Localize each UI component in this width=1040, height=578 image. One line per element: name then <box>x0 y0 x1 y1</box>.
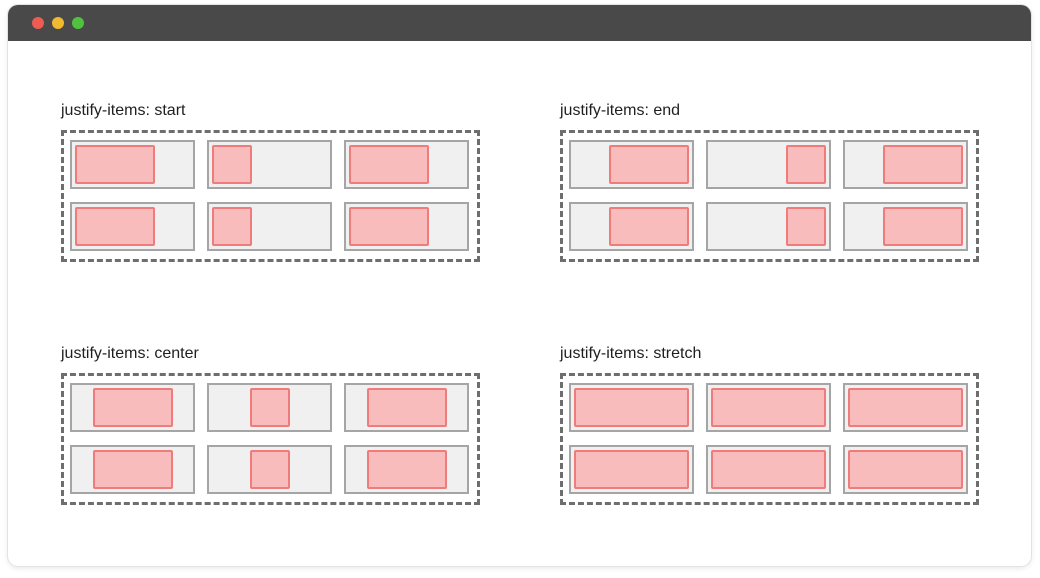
grid-cell <box>344 445 469 494</box>
grid-item <box>711 450 826 489</box>
grid-item <box>349 145 429 184</box>
grid-cell <box>843 383 968 432</box>
grid-item <box>848 388 963 427</box>
window-titlebar <box>8 5 1031 41</box>
grid-item <box>92 388 173 427</box>
grid-item <box>786 145 826 184</box>
grid-item <box>609 145 689 184</box>
grid-item <box>212 145 252 184</box>
grid-container <box>560 373 979 505</box>
grid-item <box>574 388 689 427</box>
grid-item <box>711 388 826 427</box>
grid-item <box>92 450 173 489</box>
grid-cell <box>843 140 968 189</box>
grid-item <box>212 207 252 246</box>
grid-cell <box>207 140 332 189</box>
grid-item <box>249 450 290 489</box>
grid-item <box>75 207 155 246</box>
grid-cell <box>706 202 831 251</box>
grid-item <box>349 207 429 246</box>
grid-cell <box>70 445 195 494</box>
grid-cell <box>569 140 694 189</box>
grid-item <box>75 145 155 184</box>
panel-title: justify-items: end <box>560 102 681 119</box>
close-window-button[interactable] <box>32 17 44 29</box>
grid-item <box>249 388 290 427</box>
grid-cell <box>706 140 831 189</box>
grid-cell <box>70 202 195 251</box>
grid-cell <box>569 445 694 494</box>
grid-container <box>61 130 480 262</box>
grid-cell <box>70 383 195 432</box>
grid-cell <box>569 202 694 251</box>
grid-item <box>786 207 826 246</box>
grid-cell <box>207 383 332 432</box>
panel-title: justify-items: start <box>61 102 186 119</box>
panel-title: justify-items: stretch <box>560 345 702 362</box>
browser-window: justify-items: start justify-items: end … <box>8 5 1031 566</box>
grid-item <box>883 145 963 184</box>
grid-item <box>574 450 689 489</box>
grid-cell <box>843 202 968 251</box>
grid-cell <box>207 445 332 494</box>
grid-item <box>366 450 447 489</box>
grid-cell <box>843 445 968 494</box>
grid-cell <box>344 383 469 432</box>
grid-cell <box>344 202 469 251</box>
grid-container <box>61 373 480 505</box>
minimize-window-button[interactable] <box>52 17 64 29</box>
grid-item <box>609 207 689 246</box>
grid-cell <box>569 383 694 432</box>
zoom-window-button[interactable] <box>72 17 84 29</box>
grid-cell <box>70 140 195 189</box>
grid-item <box>848 450 963 489</box>
panel-title: justify-items: center <box>61 345 199 362</box>
grid-item <box>366 388 447 427</box>
grid-cell <box>706 445 831 494</box>
grid-cell <box>706 383 831 432</box>
grid-container <box>560 130 979 262</box>
grid-cell <box>207 202 332 251</box>
grid-cell <box>344 140 469 189</box>
grid-item <box>883 207 963 246</box>
